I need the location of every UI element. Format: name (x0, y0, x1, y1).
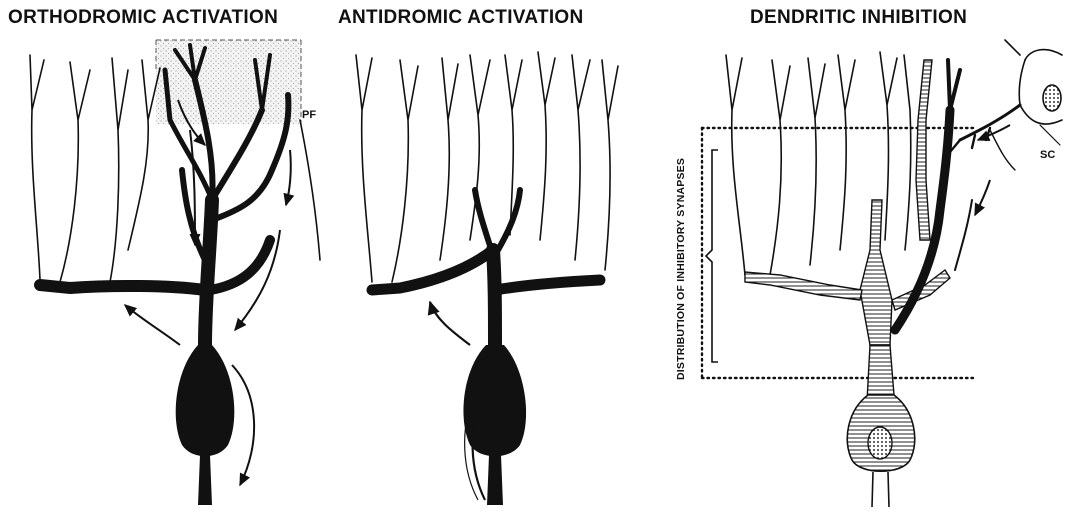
dendritic-arrows (975, 125, 1010, 215)
dendritic-soma (847, 395, 915, 507)
sc-label: SC (1040, 149, 1055, 161)
antidromic-title: ANTIDROMIC ACTIVATION (338, 7, 584, 28)
dendritic-title: DENDRITIC INHIBITION (750, 7, 967, 28)
orthodromic-title: ORTHODROMIC ACTIVATION (8, 7, 278, 28)
pf-label: PF (302, 109, 316, 121)
dendritic-outline-dendrites (726, 52, 911, 275)
antidromic-activated-tree (372, 190, 600, 345)
antidromic-panel: ANTIDROMIC ACTIVATION (338, 7, 618, 505)
distribution-bracket (706, 150, 718, 362)
orthodromic-soma (176, 345, 235, 505)
dendritic-panel: DENDRITIC INHIBITION DISTRIBUTION OF INH… (675, 7, 1062, 507)
distribution-label: DISTRIBUTION OF INHIBITORY SYNAPSES (675, 158, 687, 380)
orthodromic-panel: ORTHODROMIC ACTIVATION PF (8, 7, 320, 505)
